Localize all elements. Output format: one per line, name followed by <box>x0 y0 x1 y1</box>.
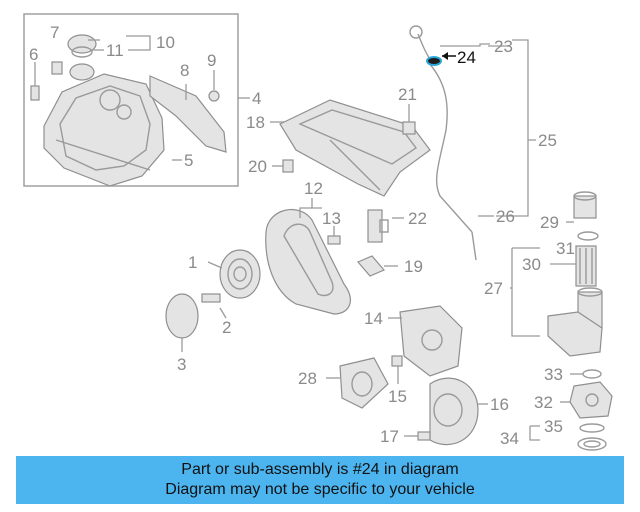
gasket-35 <box>579 423 605 433</box>
callout-7: 7 <box>50 23 59 42</box>
callout-2: 2 <box>222 318 231 337</box>
leader-23 <box>440 43 490 47</box>
callout-10: 10 <box>156 33 175 52</box>
sensor-9 <box>208 70 220 102</box>
bolt-17 <box>404 431 431 441</box>
callout-3: 3 <box>177 355 186 374</box>
callout-6: 6 <box>29 45 38 64</box>
callout-1: 1 <box>188 253 197 272</box>
valve-cover-gasket <box>149 75 227 153</box>
callout-26: 26 <box>496 207 515 226</box>
cooler-32 <box>560 381 613 419</box>
oil-pan <box>279 99 431 197</box>
callout-25: 25 <box>538 131 557 150</box>
filter-housing <box>547 287 603 357</box>
banner-line-1: Part or sub-assembly is #24 in diagram <box>181 461 459 478</box>
callout-19: 19 <box>404 257 423 276</box>
callout-11: 11 <box>106 41 124 60</box>
callout-5: 5 <box>184 151 193 170</box>
seal-33 <box>570 369 602 379</box>
callout-27: 27 <box>484 279 503 298</box>
bolt-6 <box>30 62 40 101</box>
gasket-34 <box>577 437 607 451</box>
callout-9: 9 <box>207 51 216 70</box>
bolt-13 <box>327 226 341 245</box>
flange-28 <box>326 357 389 409</box>
valve-cover <box>43 73 165 187</box>
o-ring-31 <box>577 231 599 241</box>
callout-34: 34 <box>500 429 519 448</box>
cap-7 <box>51 61 63 75</box>
info-banner: Part or sub-assembly is #24 in diagram D… <box>16 456 624 504</box>
callout-22: 22 <box>408 209 427 228</box>
callout-23: 23 <box>494 37 513 56</box>
seal-plate-16 <box>429 377 488 446</box>
callout-28: 28 <box>298 369 317 388</box>
bracket-23-26 <box>496 39 529 217</box>
callout-4: 4 <box>252 89 261 108</box>
leader-24-arrow <box>442 52 448 60</box>
strainer-19 <box>357 255 398 277</box>
callout-12: 12 <box>304 179 323 198</box>
filter-cap-29 <box>566 191 597 223</box>
bolt-15 <box>391 355 403 384</box>
o-ring-24 <box>426 56 442 66</box>
leader-12b <box>299 207 312 218</box>
leader-1 <box>207 261 223 269</box>
callout-21: 21 <box>398 85 417 104</box>
seal-cover-3 <box>165 293 199 352</box>
banner-line-2: Diagram may not be specific to your vehi… <box>165 481 475 498</box>
drain-plug-20 <box>272 159 294 173</box>
plug-21 <box>402 104 416 135</box>
callout-13: 13 <box>322 209 341 228</box>
callout-8: 8 <box>180 61 189 80</box>
valve-cover-group-frame <box>23 13 239 187</box>
oil-filler-cap <box>67 34 97 81</box>
crankshaft-pulley <box>219 249 261 299</box>
bracket-34-35 <box>529 426 540 441</box>
callout-14: 14 <box>364 309 383 328</box>
timing-belt-cover <box>265 209 351 315</box>
callout-20: 20 <box>248 157 267 176</box>
callout-18: 18 <box>246 113 265 132</box>
filter-element-30 <box>550 245 597 287</box>
callout-32: 32 <box>534 393 553 412</box>
bracket-27 <box>511 248 540 337</box>
housing-14 <box>388 305 463 377</box>
leader-11-bracket <box>126 35 151 51</box>
callout-17: 17 <box>380 427 399 446</box>
callout-30: 30 <box>522 255 541 274</box>
callout-16: 16 <box>490 395 509 414</box>
callout-24: 24 <box>457 48 476 67</box>
callout-31: 31 <box>556 239 575 258</box>
callout-29: 29 <box>540 213 559 232</box>
callout-15: 15 <box>388 387 407 406</box>
oil-pickup-22 <box>367 209 404 243</box>
callout-35: 35 <box>544 417 563 436</box>
callout-33: 33 <box>544 365 563 384</box>
leader-12 <box>311 198 322 209</box>
pulley-bolt-2 <box>201 293 227 319</box>
